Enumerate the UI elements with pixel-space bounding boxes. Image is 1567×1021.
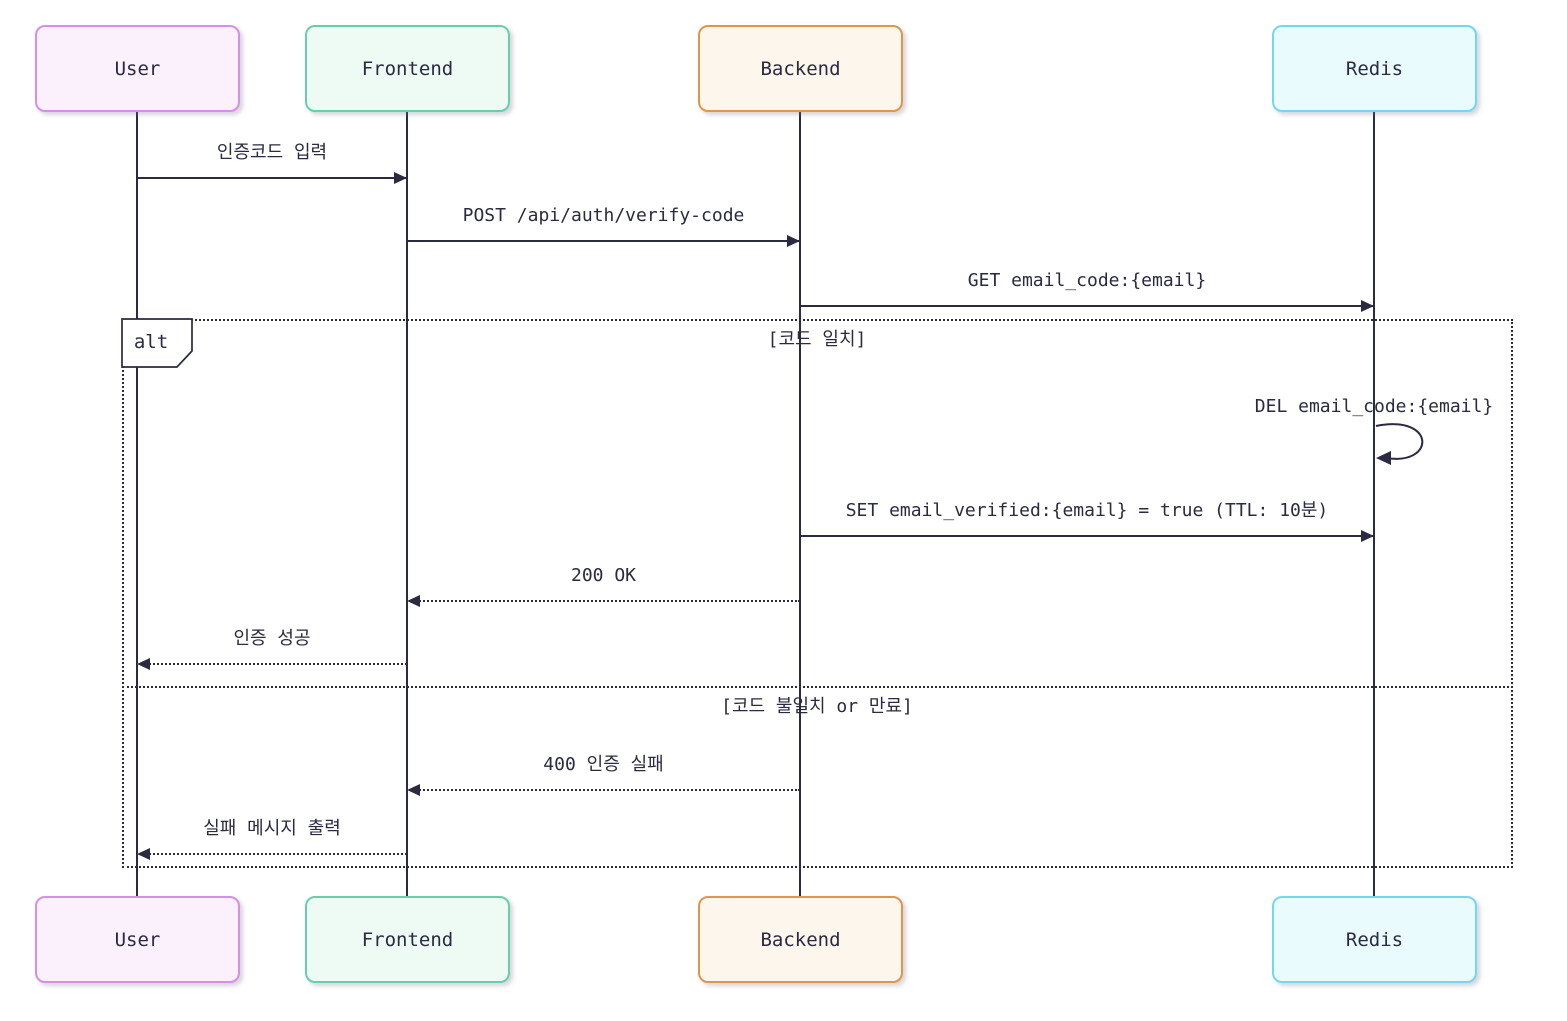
participant-user-bottom: User [35, 896, 240, 983]
message-line-6 [412, 600, 800, 602]
participant-user-top: User [35, 25, 240, 112]
message-label-7: 인증 성공 [233, 628, 311, 649]
participant-redis-bottom: Redis [1272, 896, 1477, 983]
message-line-7 [142, 663, 407, 665]
message-line-2 [407, 240, 800, 242]
message-line-9 [142, 853, 407, 855]
participant-redis-top: Redis [1272, 25, 1477, 112]
arrowhead-right-icon [1361, 530, 1374, 542]
alt-frame [122, 319, 1513, 868]
arrowhead-left-icon [407, 784, 420, 796]
message-line-5 [800, 535, 1374, 537]
arrowhead-left-icon [137, 658, 150, 670]
self-loop-arrow-icon [1375, 423, 1424, 465]
participant-label: Frontend [361, 928, 454, 951]
message-label-8: 400 인증 실패 [543, 754, 664, 775]
arrowhead-right-icon [394, 172, 407, 184]
participant-label: User [114, 928, 161, 951]
alt-condition-1: [코드 일치] [767, 329, 867, 350]
arrowhead-right-icon [1361, 300, 1374, 312]
participant-frontend-top: Frontend [305, 25, 510, 112]
arrowhead-left-icon [407, 595, 420, 607]
participant-label: Redis [1345, 57, 1404, 80]
message-line-8 [412, 789, 800, 791]
message-label-4: DEL email_code:{email} [1254, 396, 1494, 417]
message-line-1 [137, 177, 407, 179]
message-label-6: 200 OK [570, 565, 637, 586]
participant-label: Backend [760, 928, 841, 951]
arrowhead-left-icon [137, 848, 150, 860]
lifeline-frontend [406, 112, 408, 896]
participant-label: Backend [760, 57, 841, 80]
alt-label-box [121, 318, 193, 368]
message-label-1: 인증코드 입력 [216, 142, 328, 163]
message-label-9: 실패 메시지 출력 [203, 818, 341, 839]
message-label-2: POST /api/auth/verify-code [462, 205, 745, 226]
participant-label: Redis [1345, 928, 1404, 951]
lifeline-backend [799, 112, 801, 896]
message-line-3 [800, 305, 1374, 307]
alt-condition-2: [코드 불일치 or 만료] [721, 696, 913, 717]
alt-frame-divider [122, 686, 1513, 688]
lifeline-user [136, 112, 138, 896]
lifeline-redis [1373, 112, 1375, 896]
message-label-5: SET email_verified:{email} = true (TTL: … [845, 500, 1329, 521]
alt-label: alt [133, 330, 169, 353]
participant-label: Frontend [361, 57, 454, 80]
message-label-3: GET email_code:{email} [967, 270, 1207, 291]
participant-label: User [114, 57, 161, 80]
participant-frontend-bottom: Frontend [305, 896, 510, 983]
participant-backend-bottom: Backend [698, 896, 903, 983]
participant-backend-top: Backend [698, 25, 903, 112]
arrowhead-right-icon [787, 235, 800, 247]
